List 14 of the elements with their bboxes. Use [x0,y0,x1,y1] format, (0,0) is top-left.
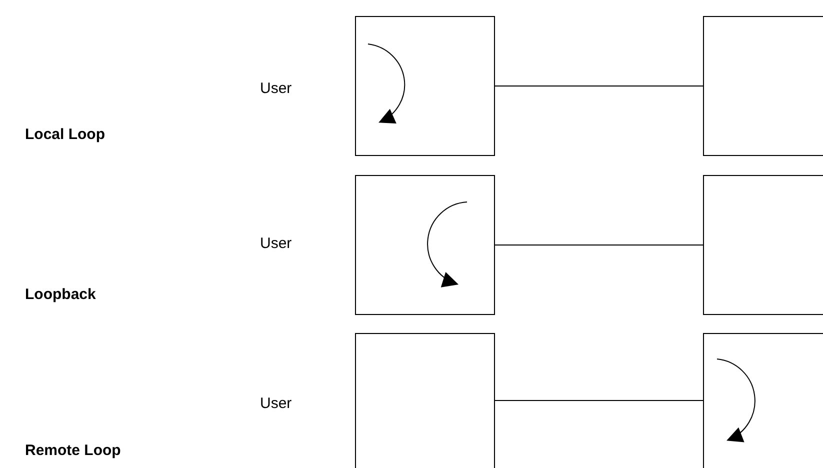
connection-line [494,244,704,246]
test-name: Loopback [25,286,96,303]
device-box [355,333,495,468]
device-box [703,333,823,468]
connection-line [494,400,704,401]
device-label: User [260,395,292,412]
device-box [703,175,823,315]
device-box [355,175,495,315]
test-name: Local Loop [25,126,105,143]
device-label: User [260,80,292,97]
device-label: User [260,235,292,252]
device-box [703,16,823,156]
device-box [355,16,495,156]
test-name: Remote Loop [25,442,121,459]
